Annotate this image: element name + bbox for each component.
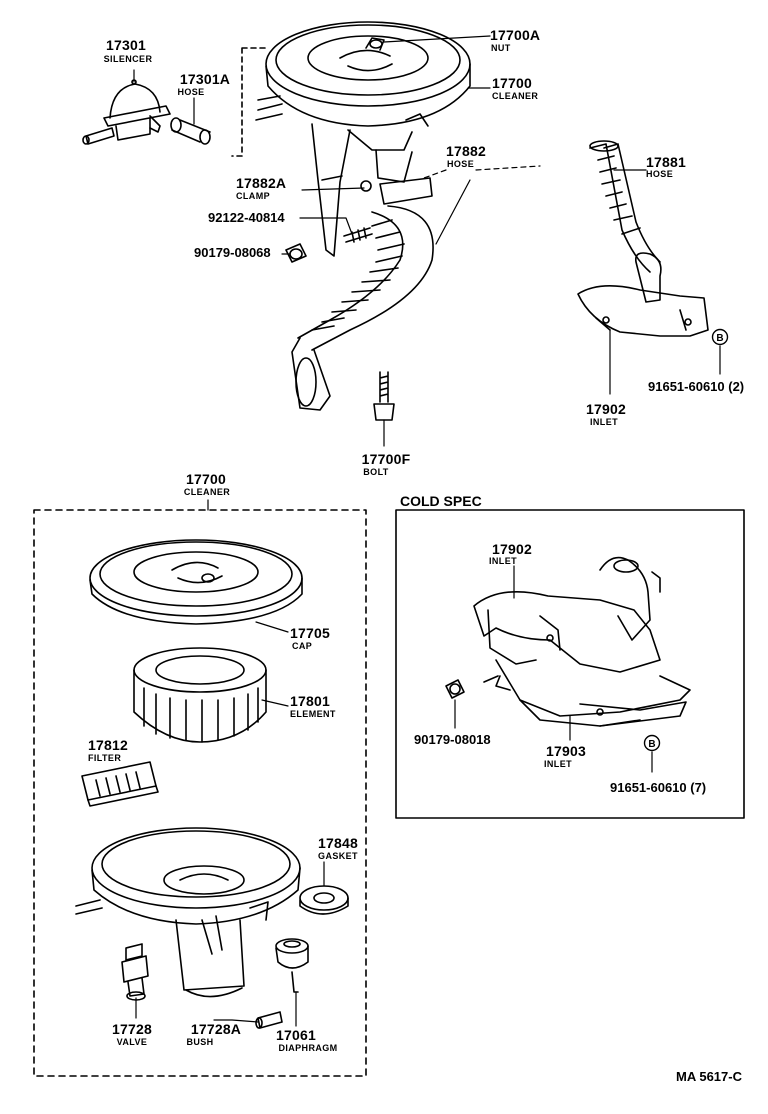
cleaner-assembly-drawing (255, 21, 471, 257)
label-17700f-name: BOLT (363, 467, 389, 477)
label-17301a-name: HOSE (177, 87, 205, 97)
cleaner-hose-drawing (291, 177, 434, 411)
cold-spec-title: COLD SPEC (400, 493, 482, 509)
short-hose-drawing (170, 117, 211, 145)
label-17882a-number: 17882A (236, 175, 287, 191)
inlet-hose-drawing (577, 140, 709, 337)
cleaner-exploded-frame (33, 509, 367, 1077)
valve-drawing (121, 943, 149, 1001)
cleaner-body-drawing (75, 827, 301, 998)
label-17705-name: CAP (292, 641, 313, 651)
silencer-drawing (82, 79, 171, 145)
element-drawing (133, 647, 267, 743)
label-17902-name: INLET (590, 417, 618, 427)
label-91651-60610-2: 91651-60610 (2) (648, 379, 745, 394)
label-17301-name: SILENCER (103, 54, 153, 64)
label-92122-40814: 92122-40814 (208, 210, 285, 225)
marker-b-2: B (643, 734, 661, 752)
label-17301a-number: 17301A (179, 71, 231, 87)
label-17882-number: 17882 (446, 143, 486, 159)
label-17902-cold-name: INLET (489, 556, 517, 566)
silencer-bracket-line (231, 47, 269, 157)
label-17812-name: FILTER (88, 753, 122, 763)
label-17700-exploded-name: CLEANER (183, 487, 231, 497)
label-17061-number: 17061 (276, 1027, 316, 1043)
label-17812-number: 17812 (88, 737, 128, 753)
label-17728-name: VALVE (116, 1037, 148, 1047)
label-17903-number: 17903 (546, 743, 586, 759)
label-17882-name: HOSE (447, 159, 475, 169)
cap-drawing (89, 539, 303, 625)
label-17801-number: 17801 (290, 693, 330, 709)
label-17061-name: DIAPHRAGM (278, 1043, 338, 1053)
label-17902-number: 17902 (586, 401, 626, 417)
label-17700a-name: NUT (491, 43, 511, 53)
label-17728a-name: BUSH (186, 1037, 214, 1047)
label-90179-08018: 90179-08018 (414, 732, 491, 747)
gasket-drawing (299, 885, 349, 915)
label-17848-number: 17848 (318, 835, 358, 851)
cold-spec-inlet-drawing (473, 556, 691, 727)
label-17700a-number: 17700A (490, 27, 541, 43)
diaphragm-drawing (275, 938, 309, 993)
label-17882a-name: CLAMP (236, 191, 270, 201)
cold-spec-nut-drawing (445, 675, 499, 699)
label-17728a-number: 17728A (190, 1021, 242, 1037)
label-90179-08068: 90179-08068 (194, 245, 271, 260)
label-17700-number: 17700 (492, 75, 532, 91)
label-17700f-number: 17700F (361, 451, 411, 467)
label-17881-name: HOSE (646, 169, 674, 179)
label-91651-60610-7: 91651-60610 (7) (610, 780, 707, 795)
marker-b-1-text: B (716, 333, 723, 344)
stud-and-nut-drawing (285, 227, 373, 263)
filter-drawing (81, 761, 159, 807)
label-17700-exploded-number: 17700 (186, 471, 226, 487)
bolt-drawing (373, 371, 395, 421)
label-17801-name: ELEMENT (290, 709, 336, 719)
label-17881-number: 17881 (646, 154, 686, 170)
leader-lines (133, 35, 721, 1027)
bush-drawing (255, 1011, 283, 1029)
label-17728-number: 17728 (112, 1021, 152, 1037)
marker-b-1: B (711, 328, 729, 346)
label-17700-name: CLEANER (492, 91, 539, 101)
label-17902-cold-number: 17902 (492, 541, 532, 557)
cold-spec-frame (395, 509, 745, 819)
marker-b-2-text: B (648, 739, 655, 750)
label-17301-number: 17301 (106, 37, 146, 53)
diagram-code: MA 5617-C (676, 1069, 742, 1084)
label-17705-number: 17705 (290, 625, 330, 641)
label-17903-name: INLET (544, 759, 572, 769)
label-17848-name: GASKET (318, 851, 358, 861)
